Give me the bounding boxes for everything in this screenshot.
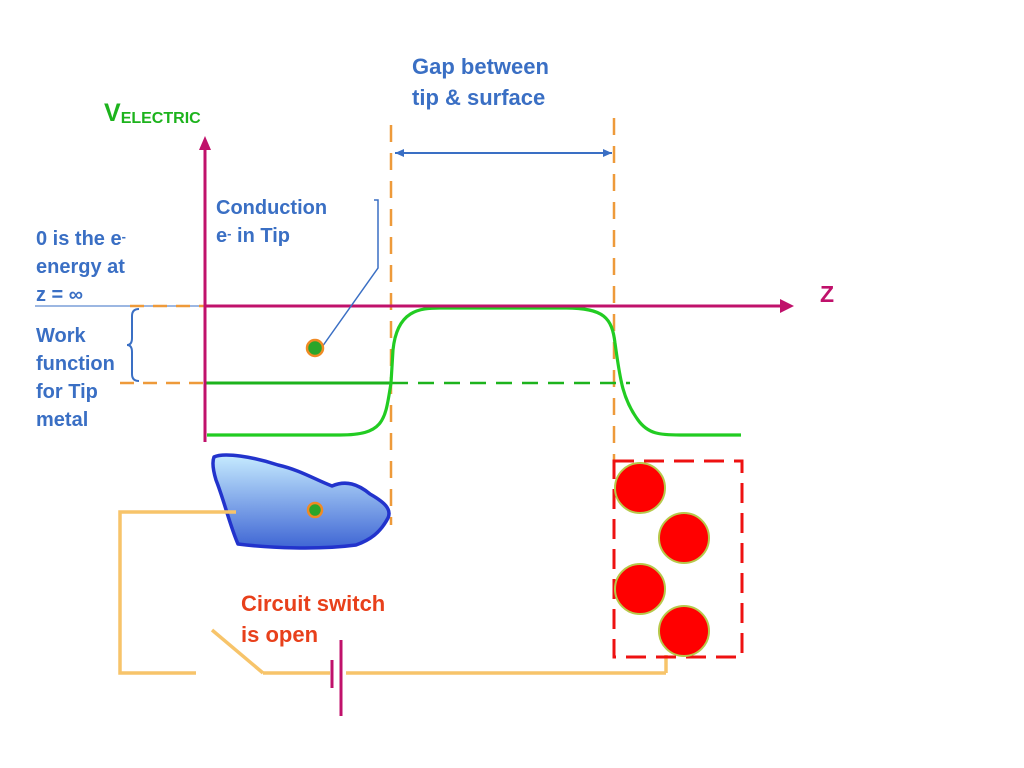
circuit-switch-label: Circuit switch is open — [241, 588, 385, 650]
circuit-wire-left — [118, 510, 236, 675]
conduction-rest: in Tip — [231, 225, 290, 247]
v-axis-arrowhead — [199, 136, 211, 150]
work-label-line3: for Tip — [36, 381, 98, 403]
work-label-line2: function — [36, 353, 115, 375]
surface-atom — [658, 605, 710, 657]
work-label-line4: metal — [36, 409, 89, 431]
conduction-e-sup: - — [227, 226, 232, 241]
work-function-brace — [126, 308, 140, 382]
surface-atom — [614, 462, 666, 514]
circuit-label-line1: Circuit switch — [241, 591, 386, 616]
conduction-electron — [305, 338, 325, 358]
work-label-line1: Work — [36, 325, 86, 347]
z-axis-label: Z — [820, 281, 835, 307]
zero-label-line3: z = ∞ — [36, 284, 84, 306]
v-axis-label-sub: ELECTRIC — [120, 110, 201, 127]
conduction-label: Conduction e- in Tip — [216, 194, 327, 250]
zero-energy-label: 0 is the e- energy at z = ∞ — [36, 225, 126, 309]
tip-body — [211, 453, 391, 550]
zero-label-line1: 0 is the e- — [36, 228, 126, 250]
surface-region-box — [612, 459, 744, 659]
surface-atom — [658, 512, 710, 564]
conduction-label-line1: Conduction — [216, 197, 328, 219]
gap-label-line1: Gap between — [412, 54, 549, 79]
potential-energy-curve — [207, 306, 741, 437]
v-axis-label: VELECTRIC — [104, 99, 201, 128]
work-function-label: Work function for Tip metal — [36, 322, 115, 434]
v-axis-label-main: V — [104, 99, 121, 127]
conduction-pointer — [321, 199, 379, 348]
circuit-label-line2: is open — [241, 622, 319, 647]
circuit-switch — [210, 628, 265, 675]
surface-atom — [614, 563, 666, 615]
conduction-label-line2: e- in Tip — [216, 222, 327, 250]
gap-label: Gap between tip & surface — [412, 51, 549, 113]
z-axis-arrowhead — [780, 299, 794, 313]
conduction-e: e — [216, 225, 228, 247]
zero-label-line2: energy at — [36, 256, 125, 278]
gap-label-line2: tip & surface — [412, 85, 546, 110]
tip-electron — [306, 501, 324, 519]
